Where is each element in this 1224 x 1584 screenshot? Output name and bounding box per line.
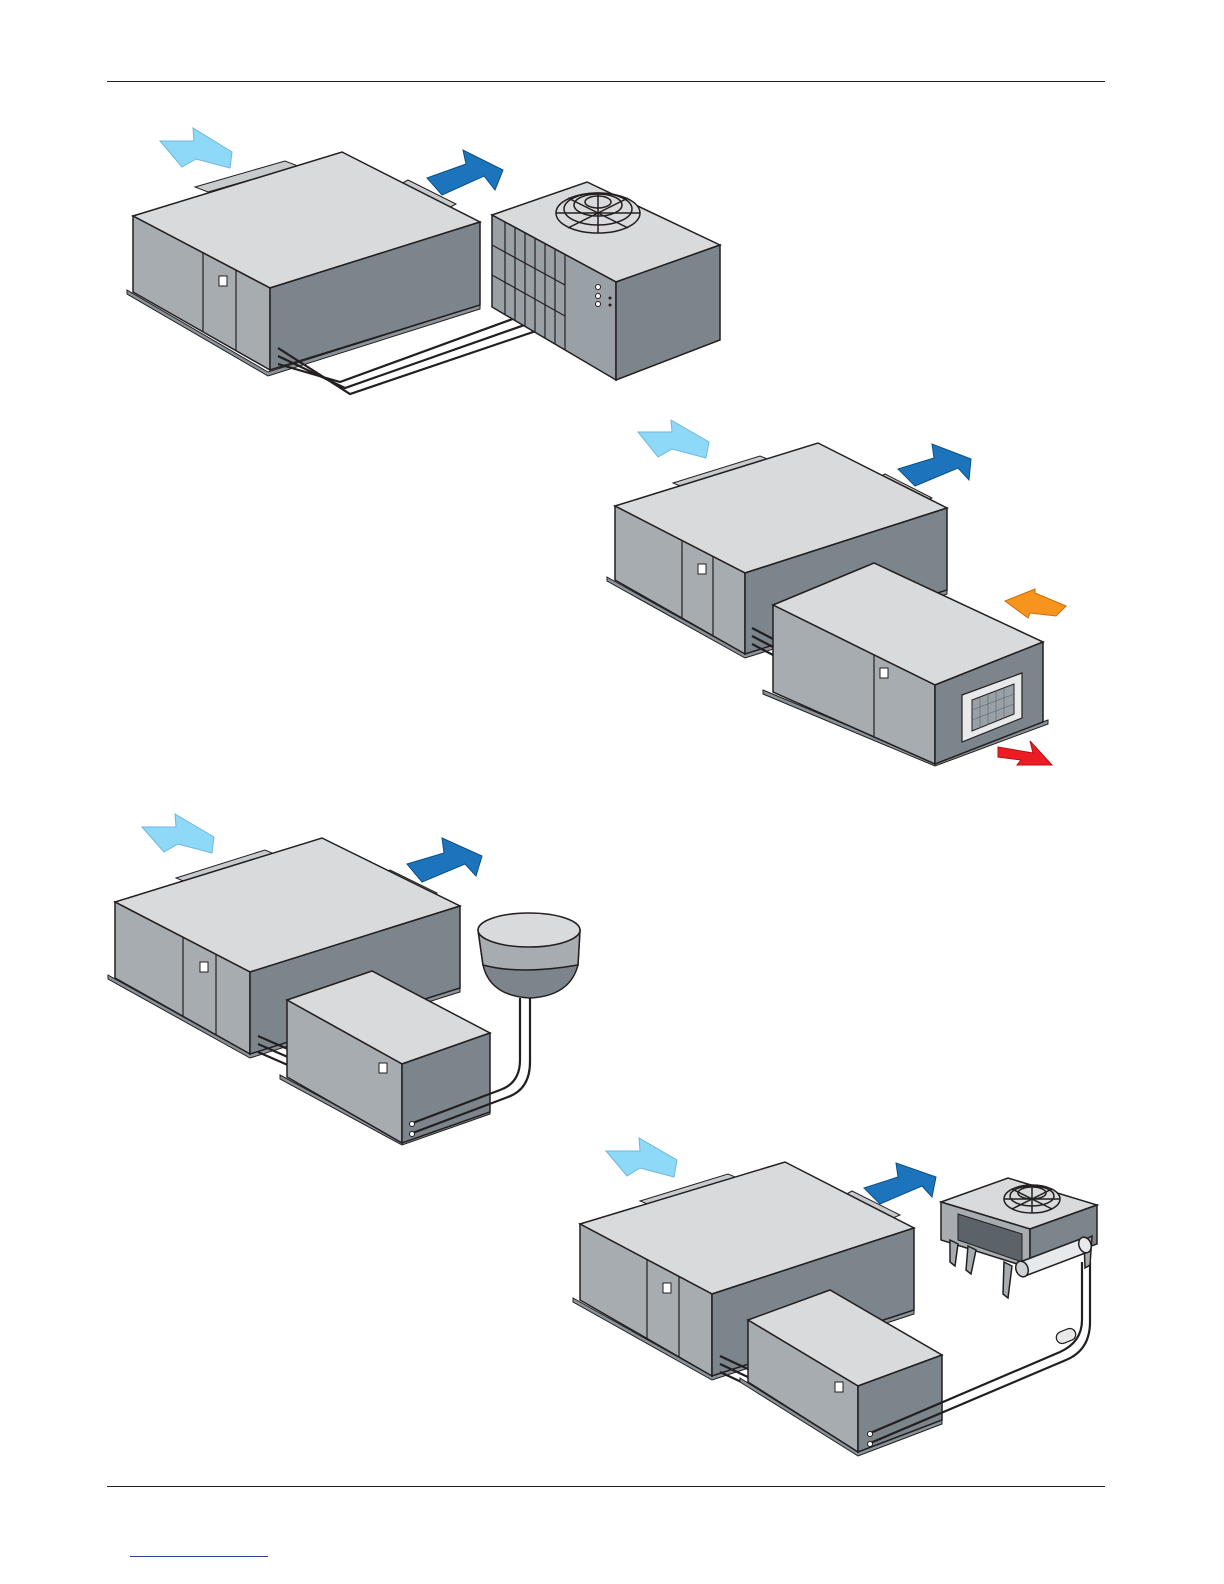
config-air-cooled-condensing-unit (127, 128, 720, 394)
return-air-arrow (142, 814, 214, 853)
config-air-cooled-condenser-module (607, 420, 1066, 766)
door-latch-icon (698, 564, 706, 574)
door-latch-icon (880, 668, 888, 678)
footer-link-underline[interactable] (130, 1556, 268, 1557)
door-latch-icon (835, 1382, 843, 1392)
supply-air-arrow (407, 838, 482, 882)
supply-air-arrow (427, 150, 503, 195)
fan-grille-icon (1004, 1185, 1060, 1213)
footer-rule (107, 1486, 1105, 1487)
return-air-arrow (160, 128, 232, 168)
supply-air-arrow (898, 444, 971, 486)
fan-grille-icon (556, 193, 640, 233)
config-water-cooled-with-cooling-tower (108, 814, 580, 1145)
cooling-tower-icon (478, 913, 580, 998)
door-latch-icon (200, 962, 208, 972)
door-latch-icon (379, 1063, 387, 1073)
door-latch-icon (663, 1283, 671, 1293)
exhaust-air-arrow (998, 741, 1052, 765)
supply-air-arrow (864, 1163, 936, 1204)
return-air-arrow (638, 420, 709, 458)
door-latch-icon (219, 276, 227, 286)
outdoor-air-arrow (1005, 589, 1066, 618)
return-air-arrow (606, 1138, 677, 1177)
remote-condenser (941, 1178, 1097, 1298)
config-remote-air-cooled-condenser (573, 1138, 1097, 1456)
